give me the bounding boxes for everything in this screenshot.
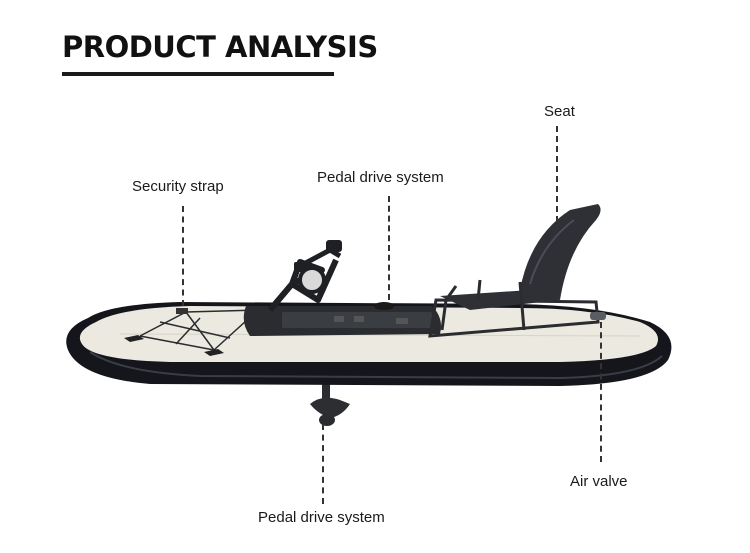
page-title: PRODUCT ANALYSIS <box>62 30 378 64</box>
leader-line-pedal-drive-bottom <box>322 424 324 504</box>
security-strap <box>139 309 259 351</box>
leader-line-pedal-drive-top <box>388 196 390 300</box>
leader-line-seat <box>556 126 558 222</box>
leader-line-security-strap <box>182 206 184 306</box>
label-pedal-drive-top: Pedal drive system <box>317 169 444 186</box>
label-security-strap: Security strap <box>132 178 224 195</box>
pedal-drive-unit <box>243 240 441 336</box>
kayak-seat <box>428 204 606 338</box>
underwater-propeller <box>310 384 350 426</box>
label-seat: Seat <box>544 103 575 120</box>
leader-line-air-valve <box>600 322 602 462</box>
label-pedal-drive-bottom: Pedal drive system <box>258 509 385 526</box>
title-underline <box>62 72 334 76</box>
label-air-valve: Air valve <box>570 473 628 490</box>
